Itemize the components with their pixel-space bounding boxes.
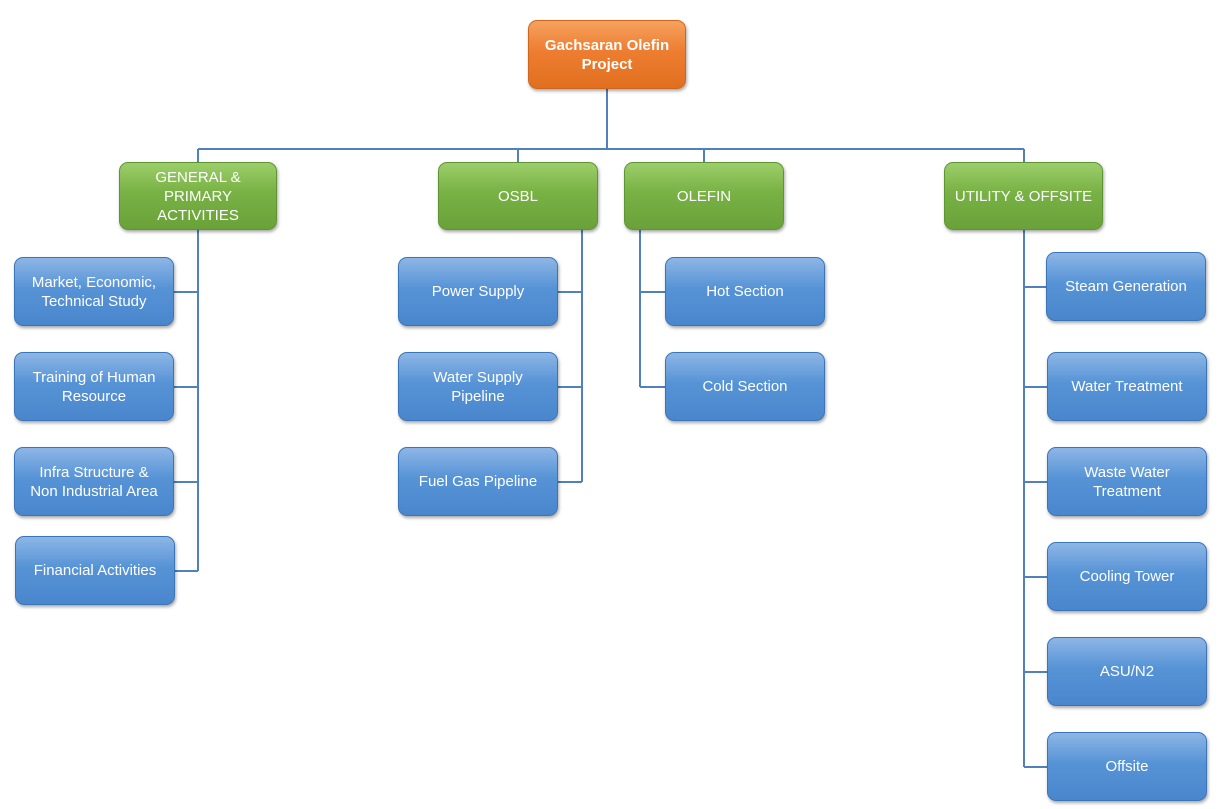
item-asu-n2: ASU/N2 [1047,637,1207,706]
category-osbl: OSBL [438,162,598,230]
root-node: Gachsaran Olefin Project [528,20,686,89]
item-infra-structure: Infra Structure & Non Industrial Area [14,447,174,516]
item-cooling-tower: Cooling Tower [1047,542,1207,611]
item-offsite: Offsite [1047,732,1207,801]
item-water-treatment: Water Treatment [1047,352,1207,421]
category-olefin: OLEFIN [624,162,784,230]
category-general-primary-activities: GENERAL & PRIMARY ACTIVITIES [119,162,277,230]
item-financial-activities: Financial Activities [15,536,175,605]
item-cold-section: Cold Section [665,352,825,421]
item-training-human-resource: Training of Human Resource [14,352,174,421]
category-utility-offsite: UTILITY & OFFSITE [944,162,1103,230]
item-hot-section: Hot Section [665,257,825,326]
item-waste-water-treatment: Waste Water Treatment [1047,447,1207,516]
item-fuel-gas-pipeline: Fuel Gas Pipeline [398,447,558,516]
item-steam-generation: Steam Generation [1046,252,1206,321]
item-water-supply-pipeline: Water Supply Pipeline [398,352,558,421]
item-market-economic-technical-study: Market, Economic, Technical Study [14,257,174,326]
item-power-supply: Power Supply [398,257,558,326]
